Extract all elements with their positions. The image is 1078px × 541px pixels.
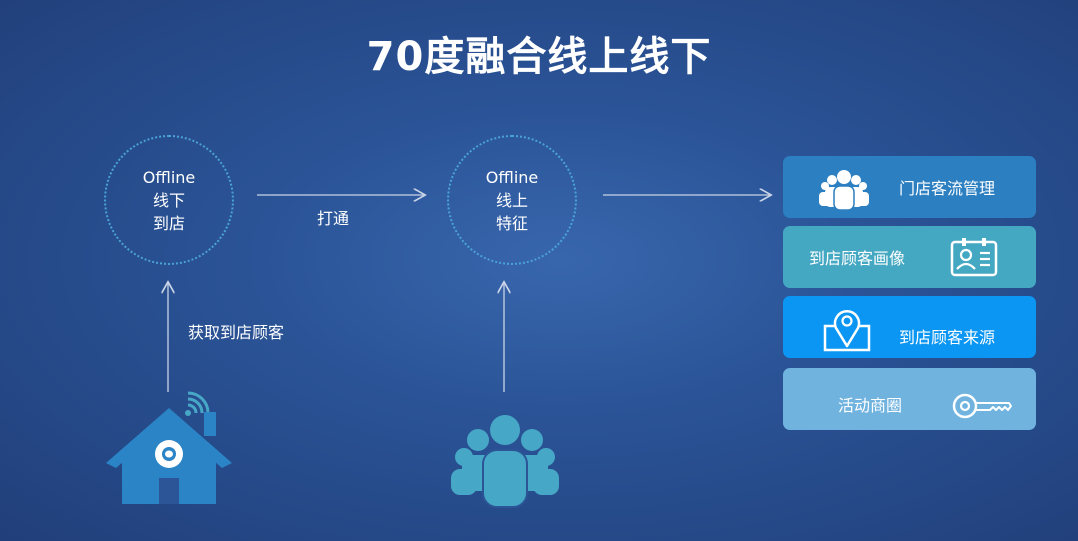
people-group-icon <box>817 170 871 210</box>
circle-line: 特征 <box>495 213 528 233</box>
circle-line: Offline <box>485 167 539 187</box>
panel-traffic-management: 门店客流管理 <box>783 156 1036 218</box>
circle-line: 到店 <box>152 213 185 233</box>
id-card-icon <box>950 237 998 277</box>
connector-label: 打通 <box>317 209 350 228</box>
panel-label: 到店顾客来源 <box>899 328 996 347</box>
panel-customer-source: 到店顾客来源 <box>783 296 1036 358</box>
offline-store-circle: Offline 线下 到店 <box>104 135 234 265</box>
store-input-label: 获取到店顾客 <box>188 323 285 342</box>
panel-label: 活动商圈 <box>838 396 903 415</box>
circle-line: Offline <box>142 167 196 187</box>
panel-customer-profile: 到店顾客画像 <box>783 226 1036 288</box>
crowd-icon <box>448 413 562 509</box>
online-features-circle: Offline 线上 特征 <box>447 135 577 265</box>
map-pin-icon <box>822 306 872 352</box>
panel-label: 门店客流管理 <box>899 179 996 198</box>
panel-label: 到店顾客画像 <box>809 249 906 268</box>
page-title: 70度融合线上线下 <box>366 34 712 80</box>
circle-line: 线下 <box>152 190 185 210</box>
circle-line: 线上 <box>495 190 528 210</box>
panel-business-district: 活动商圈 <box>783 368 1036 430</box>
smart-home-wifi-icon <box>104 388 234 506</box>
key-icon <box>951 390 1013 422</box>
